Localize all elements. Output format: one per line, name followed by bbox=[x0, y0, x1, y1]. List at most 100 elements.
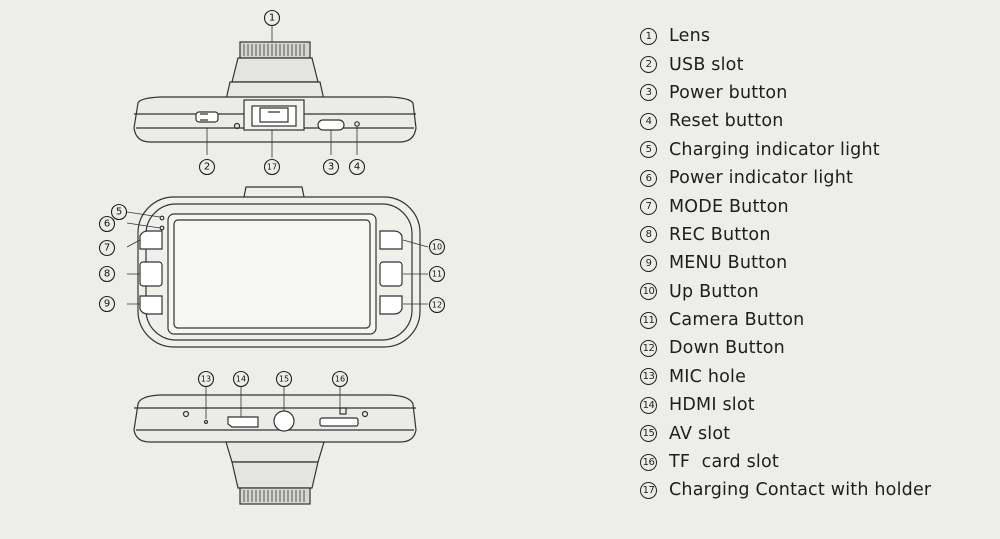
callout-9: 9 bbox=[98, 295, 116, 313]
menu-button-shape bbox=[139, 295, 163, 315]
callout-15: 15 bbox=[275, 370, 293, 388]
svg-text:6: 6 bbox=[104, 219, 110, 230]
legend-number: 16 bbox=[640, 453, 657, 471]
legend-number: 13 bbox=[640, 368, 657, 386]
rec-button-shape bbox=[139, 261, 163, 287]
legend-label: Camera Button bbox=[669, 310, 805, 331]
legend-number: 3 bbox=[640, 84, 657, 102]
callout-8: 8 bbox=[98, 265, 116, 283]
svg-text:13: 13 bbox=[201, 375, 211, 384]
callout-11: 11 bbox=[428, 265, 446, 283]
dashcam-diagram: 1 2 17 3 4 5 6 7 8 9 10 11 12 13 14 15 1… bbox=[98, 9, 446, 505]
legend-label: USB slot bbox=[669, 54, 744, 75]
legend-number: 17 bbox=[640, 481, 657, 499]
legend-number: 6 bbox=[640, 169, 657, 187]
callout-12: 12 bbox=[428, 296, 446, 314]
legend-label: Power button bbox=[669, 82, 788, 103]
mode-button-shape bbox=[139, 230, 163, 250]
top-lens-ring bbox=[239, 41, 311, 59]
legend-number: 15 bbox=[640, 425, 657, 443]
callout-6: 6 bbox=[98, 215, 116, 233]
legend-number: 5 bbox=[640, 141, 657, 159]
top-view bbox=[133, 26, 417, 158]
legend-label: Power indicator light bbox=[669, 168, 854, 189]
legend-item: 17 Charging Contact with holder bbox=[640, 476, 995, 504]
svg-text:10: 10 bbox=[432, 243, 442, 252]
bottom-lens-ring bbox=[239, 487, 311, 505]
callout-13: 13 bbox=[197, 370, 215, 388]
svg-text:7: 7 bbox=[104, 243, 110, 254]
legend-number: 12 bbox=[640, 339, 657, 357]
svg-text:1: 1 bbox=[269, 13, 275, 24]
camera-button-shape bbox=[379, 261, 403, 287]
legend-item: 4 Reset button bbox=[640, 107, 995, 135]
svg-text:3: 3 bbox=[328, 162, 334, 173]
callout-2: 2 bbox=[198, 158, 216, 176]
callout-3: 3 bbox=[322, 158, 340, 176]
callout-16: 16 bbox=[331, 370, 349, 388]
legend-item: 3 Power button bbox=[640, 79, 995, 107]
legend-label: MIC hole bbox=[669, 366, 747, 387]
legend-label: Up Button bbox=[669, 281, 759, 302]
legend-label: HDMI slot bbox=[669, 395, 755, 416]
svg-text:9: 9 bbox=[104, 299, 110, 310]
legend-item: 2 USB slot bbox=[640, 50, 995, 78]
svg-text:17: 17 bbox=[267, 163, 277, 172]
svg-text:11: 11 bbox=[432, 270, 442, 279]
callout-7: 7 bbox=[98, 239, 116, 257]
callout-5: 5 bbox=[110, 203, 128, 221]
svg-text:8: 8 bbox=[104, 269, 110, 280]
hdmi-slot-shape bbox=[227, 416, 259, 428]
legend-label: Reset button bbox=[669, 111, 784, 132]
legend-number: 7 bbox=[640, 198, 657, 216]
legend-label: AV slot bbox=[669, 423, 731, 444]
svg-text:4: 4 bbox=[354, 162, 360, 173]
legend-item: 6 Power indicator light bbox=[640, 164, 995, 192]
legend-item: 10 Up Button bbox=[640, 278, 995, 306]
legend-label: Down Button bbox=[669, 338, 785, 359]
legend-item: 12 Down Button bbox=[640, 334, 995, 362]
svg-text:5: 5 bbox=[116, 207, 122, 218]
legend-label: Charging indicator light bbox=[669, 139, 880, 160]
legend-item: 14 HDMI slot bbox=[640, 391, 995, 419]
svg-text:15: 15 bbox=[279, 375, 289, 384]
svg-text:16: 16 bbox=[335, 375, 345, 384]
callout-14: 14 bbox=[232, 370, 250, 388]
up-button-shape bbox=[379, 230, 403, 250]
callout-1: 1 bbox=[263, 9, 281, 27]
bottom-view bbox=[133, 387, 417, 505]
down-button-shape bbox=[379, 295, 403, 315]
legend-number: 8 bbox=[640, 226, 657, 244]
legend-item: 5 Charging indicator light bbox=[640, 136, 995, 164]
svg-text:14: 14 bbox=[236, 375, 246, 384]
legend-item: 16 TF card slot bbox=[640, 448, 995, 476]
svg-text:2: 2 bbox=[204, 162, 210, 173]
legend-number: 2 bbox=[640, 56, 657, 74]
legend-item: 9 MENU Button bbox=[640, 249, 995, 277]
legend-number: 9 bbox=[640, 254, 657, 272]
power-button-shape bbox=[317, 119, 345, 131]
legend-number: 4 bbox=[640, 112, 657, 130]
legend-label: MENU Button bbox=[669, 253, 788, 274]
legend-number: 10 bbox=[640, 283, 657, 301]
legend-item: 13 MIC hole bbox=[640, 363, 995, 391]
callout-4: 4 bbox=[348, 158, 366, 176]
legend-label: REC Button bbox=[669, 224, 771, 245]
callout-17: 17 bbox=[263, 158, 281, 176]
callout-10: 10 bbox=[428, 238, 446, 256]
legend-number: 14 bbox=[640, 396, 657, 414]
legend-item: 8 REC Button bbox=[640, 221, 995, 249]
legend-label: TF card slot bbox=[669, 452, 779, 473]
legend-item: 15 AV slot bbox=[640, 419, 995, 447]
legend-label: Charging Contact with holder bbox=[669, 480, 932, 501]
legend-label: Lens bbox=[669, 26, 711, 47]
svg-text:12: 12 bbox=[432, 301, 442, 310]
front-view bbox=[126, 186, 429, 348]
legend-item: 11 Camera Button bbox=[640, 306, 995, 334]
legend-number: 11 bbox=[640, 311, 657, 329]
av-slot-shape bbox=[273, 410, 295, 432]
front-screen bbox=[167, 213, 377, 335]
